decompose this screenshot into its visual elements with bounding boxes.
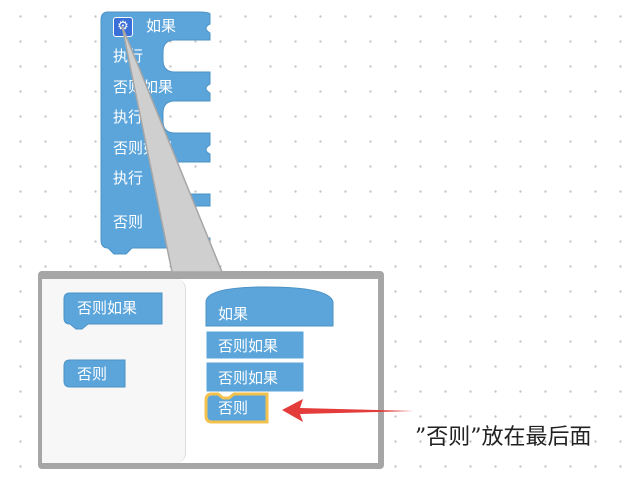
do-label-3: 执行 [113, 169, 144, 187]
if-label: 如果 [146, 17, 177, 35]
workspace-else-if-label-1: 否则如果 [218, 337, 279, 355]
annotation-text: ”否则”放在最后面 [415, 425, 592, 450]
workspace-if-label: 如果 [218, 305, 249, 323]
flyout-else-label: 否则 [77, 365, 108, 383]
workspace-else-if-label-2: 否则如果 [218, 369, 279, 387]
else-label: 否则 [113, 213, 144, 231]
workspace-else-label: 否则 [218, 399, 249, 417]
do-label-2: 执行 [113, 108, 144, 126]
flyout-else-if-label: 否则如果 [77, 299, 138, 317]
